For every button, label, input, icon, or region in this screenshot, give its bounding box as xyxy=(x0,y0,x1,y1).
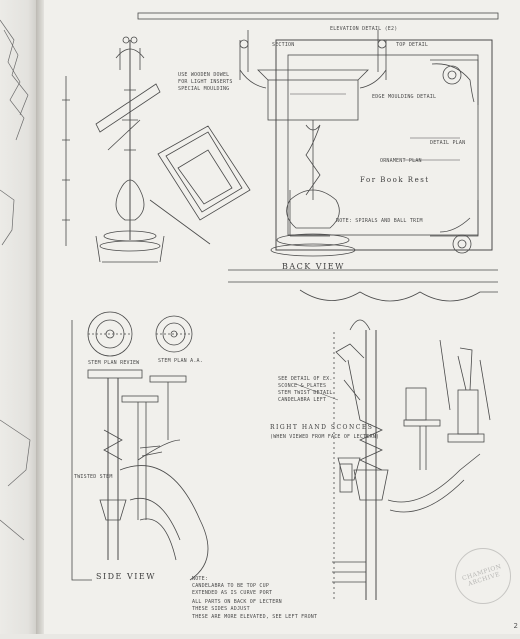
note-left-a: STEM PLAN REVIEW xyxy=(88,360,140,366)
right-note-3: STEM TWIST DETAIL xyxy=(278,390,333,396)
book-gutter xyxy=(36,0,46,634)
back-view-lectern xyxy=(239,30,387,257)
book-rest-label: For Book Rest xyxy=(360,176,430,184)
note-a: USE WOODEN DOWEL xyxy=(178,72,230,78)
side-view-lectern xyxy=(62,36,165,263)
bottom-note-2: CANDELABRA TO BE TOP CUP xyxy=(192,583,270,589)
note-section: SECTION xyxy=(272,42,295,48)
note-elevation-top: ELEVATION DETAIL (E2) xyxy=(330,26,398,32)
note-detail-b: ORNAMENT PLAN xyxy=(380,158,422,164)
left-page-edge xyxy=(0,0,40,634)
note-left-b: STEM PLAN A.A. xyxy=(158,358,203,364)
note-edge-moulding: EDGE MOULDING DETAIL xyxy=(372,94,437,100)
side-view-label: SIDE VIEW xyxy=(96,572,156,581)
side-view-sconce xyxy=(71,311,209,581)
left-page-sketch xyxy=(0,19,31,541)
note-b: FOR LIGHT INSERTS xyxy=(178,79,233,85)
bottom-note-6: THESE ARE MORE ELEVATED, SEE LEFT FRONT xyxy=(192,614,318,620)
right-note-2: SCONCE & PLATES xyxy=(278,383,327,389)
back-view-label: BACK VIEW xyxy=(282,262,345,271)
archive-stamp-text: CHAMPION ARCHIVE xyxy=(461,563,503,588)
sconces-sub-label: (WHEN VIEWED FROM FACE OF LECTERN) xyxy=(270,434,380,440)
note-detail-c: NOTE: SPIRALS AND BALL TRIM xyxy=(336,218,423,224)
note-left-c: TWISTED STEM xyxy=(74,474,113,480)
note-detail-a: DETAIL PLAN xyxy=(430,140,466,146)
right-note-4: CANDELABRA LEFT xyxy=(278,397,327,403)
bottom-note-3: EXTENDED AS IS CURVE PORT xyxy=(192,590,273,596)
bottom-note-4: ALL PARTS ON BACK OF LECTERN xyxy=(192,599,282,605)
bottom-note-5: THESE SIDES ADJUST xyxy=(192,606,250,612)
right-note-1: SEE DETAIL OF EX. xyxy=(278,376,333,382)
sconces-label: RIGHT HAND SCONCES xyxy=(270,424,374,431)
note-c: SPECIAL MOULDING xyxy=(178,86,230,92)
note-top-detail: TOP DETAIL xyxy=(396,42,429,48)
lectern-back-frame xyxy=(137,12,499,302)
tilted-book-rest xyxy=(149,125,251,245)
right-hand-sconces xyxy=(332,319,491,600)
bottom-note-1: NOTE: xyxy=(192,576,209,582)
page-number: 2 xyxy=(513,622,518,630)
archive-stamp: CHAMPION ARCHIVE xyxy=(455,548,511,604)
